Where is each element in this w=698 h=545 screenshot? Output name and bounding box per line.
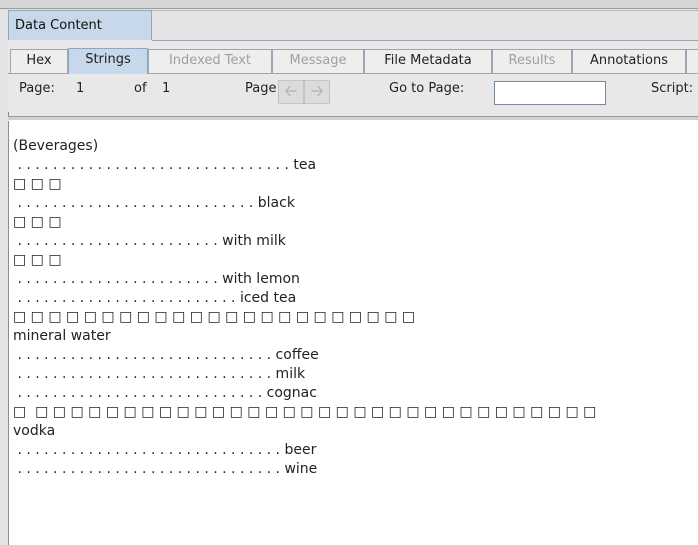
tab-message[interactable]: Message xyxy=(272,49,364,73)
tab-file-metadata[interactable]: File Metadata xyxy=(364,49,492,73)
tab-message-label: Message xyxy=(289,53,347,68)
page-current: 1 xyxy=(76,81,85,96)
string-line: . . . . . . . . . . . . . . . . . . . . … xyxy=(13,233,286,249)
strings-toolbar: Page: 1 of 1 Page 🡠 🡢 Go to Page: Script… xyxy=(8,74,698,112)
tabbar-top-line xyxy=(152,10,698,11)
strings-content-area[interactable]: (Beverages) . . . . . . . . . . . . . . … xyxy=(9,121,698,545)
string-line: □ □ □ xyxy=(13,214,62,230)
tab-annotations-label: Annotations xyxy=(589,53,669,68)
panel-tab-label: Data Content xyxy=(15,18,102,33)
page-nav-label: Page xyxy=(245,81,277,96)
goto-page-input[interactable] xyxy=(494,81,606,105)
tab-strings[interactable]: Strings xyxy=(68,48,148,74)
arrow-right-icon: 🡢 xyxy=(310,81,324,100)
string-line: □ □ □ □ □ □ □ □ □ □ □ □ □ □ □ □ □ □ □ □ … xyxy=(13,404,597,420)
tab-indexed-text-label: Indexed Text xyxy=(168,53,252,68)
string-line: □ □ □ xyxy=(13,176,62,192)
toolbar-separator xyxy=(8,116,698,121)
goto-page-label: Go to Page: xyxy=(389,81,465,96)
page-label: Page: xyxy=(19,81,55,96)
viewer-tabs: Hex Strings Indexed Text Message File Me… xyxy=(8,41,698,74)
string-line: . . . . . . . . . . . . . . . . . . . . … xyxy=(13,157,317,173)
tab-hex[interactable]: Hex xyxy=(10,49,68,73)
tab-file-metadata-label: File Metadata xyxy=(384,53,472,68)
of-label: of xyxy=(134,81,147,96)
tabbar-bottom-line xyxy=(152,40,698,41)
window-top-strip xyxy=(0,0,698,9)
string-line: . . . . . . . . . . . . . . . . . . . . … xyxy=(13,366,306,382)
prev-page-button[interactable]: 🡠 xyxy=(278,80,304,104)
tab-overflow[interactable] xyxy=(686,49,698,73)
string-line: □ □ □ □ □ □ □ □ □ □ □ □ □ □ □ □ □ □ □ □ … xyxy=(13,309,416,325)
string-line: mineral water xyxy=(13,328,111,344)
string-line: . . . . . . . . . . . . . . . . . . . . … xyxy=(13,290,297,306)
panel-tab-data-content[interactable]: Data Content xyxy=(8,10,152,40)
string-line: (Beverages) xyxy=(13,138,99,154)
string-line: . . . . . . . . . . . . . . . . . . . . … xyxy=(13,271,300,287)
string-line: . . . . . . . . . . . . . . . . . . . . … xyxy=(13,461,318,477)
string-line: □ □ □ xyxy=(13,252,62,268)
script-label: Script: xyxy=(651,81,694,96)
string-line: . . . . . . . . . . . . . . . . . . . . … xyxy=(13,195,295,211)
tab-hex-label: Hex xyxy=(26,53,52,68)
string-line: . . . . . . . . . . . . . . . . . . . . … xyxy=(13,442,317,458)
tab-annotations[interactable]: Annotations xyxy=(572,49,686,73)
string-line: vodka xyxy=(13,423,56,439)
left-border xyxy=(0,9,9,545)
arrow-left-icon: 🡠 xyxy=(284,81,298,100)
next-page-button[interactable]: 🡢 xyxy=(304,80,330,104)
string-line: . . . . . . . . . . . . . . . . . . . . … xyxy=(13,347,319,363)
page-total: 1 xyxy=(162,81,171,96)
string-line: . . . . . . . . . . . . . . . . . . . . … xyxy=(13,385,317,401)
tab-indexed-text[interactable]: Indexed Text xyxy=(148,49,272,73)
tab-strings-label: Strings xyxy=(85,52,131,67)
tab-results-label: Results xyxy=(508,53,556,68)
tab-results[interactable]: Results xyxy=(492,49,572,73)
strings-text: (Beverages) . . . . . . . . . . . . . . … xyxy=(13,137,596,479)
panel-tabbar: Data Content xyxy=(0,9,698,41)
